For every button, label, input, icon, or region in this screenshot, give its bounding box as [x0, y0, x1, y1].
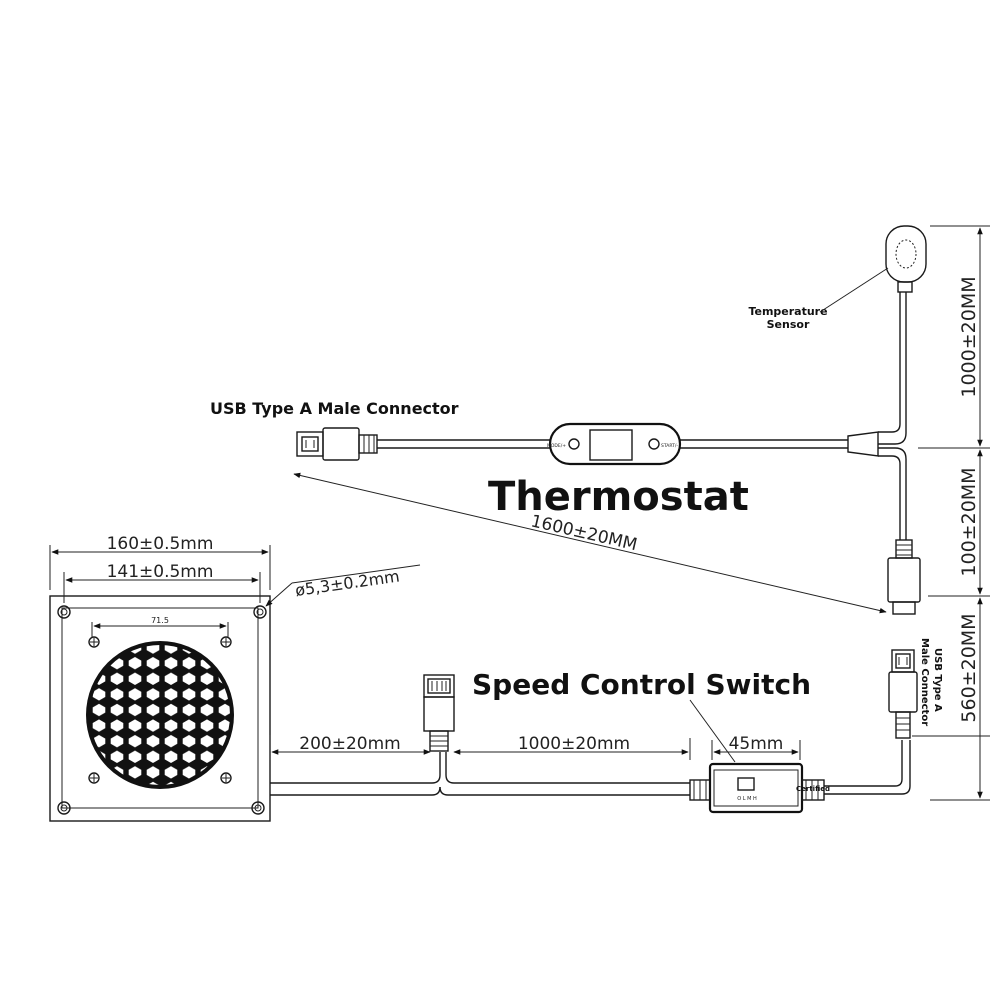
switch-length-dim: 45mm — [729, 734, 784, 754]
hole-diameter-dim: ø5,3±0.2mm — [294, 566, 401, 599]
dim-sensor-cable: 1000±20MM — [958, 276, 980, 397]
thermostat-display — [589, 429, 633, 461]
speed-switch-label: Speed Control Switch — [472, 668, 811, 701]
usb-top-label: USB Type A Male Connector — [210, 399, 459, 418]
right-dimensions: 1000±20MM 100±20MM 560±20MM — [912, 225, 990, 801]
fan-dimensions: 160±0.5mm 141±0.5mm 71.5 ø5,3±0.2mm — [49, 534, 421, 638]
fan-frame — [49, 595, 271, 822]
switch-marks: O L M H — [737, 796, 757, 802]
mount-hole-br — [251, 801, 265, 815]
fan-width-dim: 160±0.5mm — [107, 534, 214, 554]
dim-fan-to-split: 200±20mm — [299, 734, 400, 754]
usb-male-top: USB Type A Male Connector — [210, 399, 459, 461]
fan-unit — [49, 595, 271, 822]
y-junction — [847, 292, 907, 540]
certified-label: Certified — [796, 785, 830, 793]
temperature-sensor: Temperature Sensor — [748, 225, 927, 331]
usb-right-label-2: Male Connector — [919, 638, 930, 726]
switch-to-usb-cable — [824, 740, 911, 795]
switch-slider[interactable] — [737, 777, 755, 791]
usb-socket-middle — [423, 674, 455, 752]
dim-split-to-switch: 1000±20mm — [518, 734, 630, 754]
fan-cables — [270, 752, 690, 796]
cable-dimensions-bottom: 200±20mm 1000±20mm — [269, 734, 691, 760]
inner-spacing-dim: 71.5 — [151, 616, 169, 625]
hole-spacing-dim: 141±0.5mm — [107, 562, 214, 582]
start-button[interactable] — [648, 438, 660, 450]
dim-usb-right-cable: 560±20MM — [958, 613, 980, 722]
usb-socket-right — [887, 539, 921, 615]
speed-control-switch: O L M H Certified 45mm Speed Control Swi… — [472, 668, 830, 814]
mode-button-label: MODE/+ — [547, 443, 566, 449]
mount-hole-tl — [57, 605, 71, 619]
mount-hole-tr — [253, 605, 267, 619]
fan-inner-frame — [61, 607, 259, 809]
thermostat-cable — [377, 439, 848, 449]
thermostat-body — [548, 422, 682, 466]
screw-icon — [88, 636, 232, 784]
temp-sensor-label-1: Temperature — [748, 305, 827, 318]
temp-sensor-label-2: Sensor — [767, 318, 810, 331]
usb-male-right: USB Type A Male Connector — [888, 638, 943, 739]
usb-right-label-1: USB Type A — [932, 648, 943, 712]
thermostat-label: Thermostat — [488, 474, 749, 520]
switch-body — [708, 762, 804, 814]
start-button-label: START/- — [661, 443, 678, 449]
fan-grill-hex — [90, 645, 230, 785]
mode-button[interactable] — [568, 438, 580, 450]
mount-hole-bl — [57, 801, 71, 815]
dim-usb-socket-cable: 100±20MM — [958, 467, 980, 576]
thermostat-unit: MODE/+ START/- Thermostat — [488, 422, 749, 520]
